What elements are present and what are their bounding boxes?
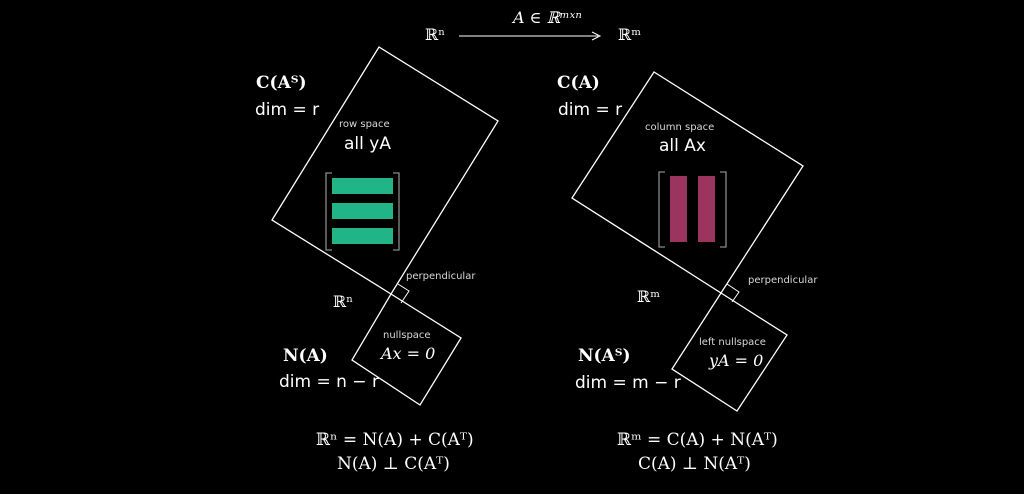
left-nullspace-dim: dim = m − r [575,373,681,393]
column-bar [698,176,715,242]
rowspace-symbol: C(Aᵀ) [256,73,307,93]
nullspace-caption: nullspace [383,330,431,341]
columnspace-symbol: C(A) [557,73,600,93]
column-matrix-icon [658,171,727,248]
left-equation-orthogonal: N(A) ⊥ C(Aᵀ) [337,454,450,474]
columnspace-caption: column space [645,122,715,133]
nullspace-expression: Ax = 0 [381,344,436,363]
columnspace-expression: all Ax [659,136,706,156]
column-matrix-right-bracket [720,171,727,248]
domain-space-label: ℝⁿ [425,25,446,44]
mapping-arrow-head [591,31,602,41]
row-matrix-right-bracket [393,172,400,251]
row-bar [332,228,393,244]
matrix-label: A ∈ ℝᵐˣⁿ [513,8,582,27]
left-equation-sum: ℝⁿ = N(A) + C(Aᵀ) [316,430,474,450]
left-nullspace-rectangle [671,292,788,412]
row-matrix-left-bracket [325,172,332,251]
row-matrix-icon [325,172,400,251]
nullspace-dim: dim = n − r [279,372,379,392]
right-perpendicular-label: perpendicular [748,275,818,286]
rowspace-dim: dim = r [255,100,320,120]
right-equation-sum: ℝᵐ = C(A) + N(Aᵀ) [617,430,778,450]
left-nullspace-expression: yA = 0 [709,351,764,370]
rowspace-expression: all yA [344,134,391,154]
right-equation-orthogonal: C(A) ⊥ N(Aᵀ) [638,454,751,474]
right-space-label: ℝᵐ [637,287,661,306]
column-bar [670,176,687,242]
row-bar [332,203,393,219]
left-nullspace-caption: left nullspace [699,337,766,348]
rowspace-rectangle [271,46,499,295]
column-matrix-left-bracket [658,171,665,248]
rowspace-caption: row space [339,119,390,130]
right-right-angle-marker [726,283,740,303]
left-nullspace-symbol: N(Aᵀ) [578,346,631,366]
codomain-space-label: ℝᵐ [618,25,642,44]
nullspace-rectangle [351,293,462,406]
left-space-label: ℝⁿ [333,292,354,311]
row-bar [332,178,393,194]
columnspace-rectangle [571,71,804,294]
columnspace-dim: dim = r [558,100,623,120]
nullspace-symbol: N(A) [283,346,328,366]
left-right-angle-marker [397,283,410,304]
left-perpendicular-label: perpendicular [406,271,476,282]
